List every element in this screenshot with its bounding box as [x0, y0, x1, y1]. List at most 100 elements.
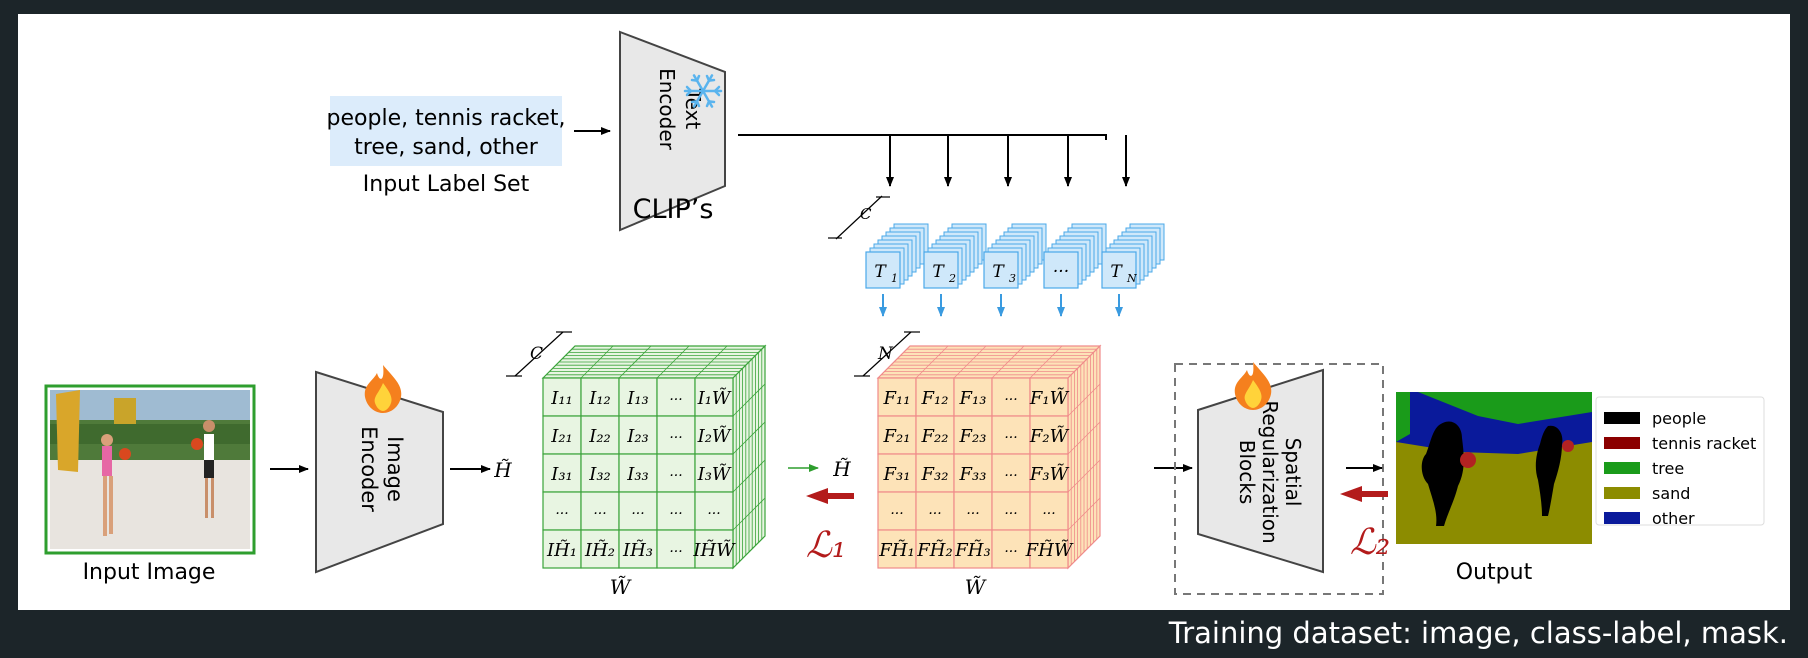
image-feature-cell-label: IH̃₁	[546, 539, 577, 561]
cost-volume-cell: ···	[877, 491, 917, 531]
text-token-dim-line	[835, 195, 883, 240]
image-feature-cell: ···	[618, 491, 658, 531]
cost-volume-cell: F₂₂	[915, 415, 955, 455]
legend-label: people	[1652, 409, 1706, 428]
cost-volume-cell-label: F₁₃	[959, 388, 987, 409]
cost-volume-cell-label: FH̃₁	[878, 539, 914, 561]
cost-volume-cell-label: ···	[1042, 506, 1055, 522]
loss2-label: ℒ₂	[1350, 522, 1390, 563]
cost-volume-depth-line	[862, 331, 912, 377]
cost-volume-cell: ···	[915, 491, 955, 531]
diagram-canvas: people, tennis racket, tree, sand, other…	[44, 30, 1765, 599]
legend-item: other	[1604, 509, 1695, 528]
cost-volume-cell: F₁₁	[877, 377, 917, 417]
image-feature-cell-label: I₂₂	[588, 426, 611, 447]
label-set-line1: people, tennis racket,	[327, 106, 566, 131]
image-feature-cell-label: I₃₃	[626, 464, 649, 485]
output-segmentation-mask	[1396, 392, 1592, 544]
image-feature-cell: I₃W̃	[694, 453, 734, 493]
input-label-set-caption: Input Label Set	[363, 172, 530, 197]
cost-volume-cell-label: F₂₂	[921, 426, 949, 447]
image-feature-cell-label: I₁W̃	[697, 387, 732, 409]
output-caption: Output	[1456, 560, 1533, 585]
clip-prefix: CLIP’s	[633, 194, 714, 225]
image-feature-top-divider	[656, 345, 690, 379]
cost-volume-cell-label: F₂W̃	[1029, 425, 1070, 447]
image-encoder-label-line1: Image	[383, 436, 407, 502]
image-feature-cell-label: ···	[555, 506, 568, 522]
image-feature-cell-label: ···	[669, 544, 682, 560]
cost-volume-cell-label: ···	[1004, 392, 1017, 408]
image-feature-cell: I₂₂	[580, 415, 620, 455]
text-token-dim-label: C	[860, 205, 872, 223]
loss1-label: ℒ₁	[806, 525, 846, 566]
cost-volume-top-divider	[953, 345, 987, 379]
image-feature-cell: I₁₃	[618, 377, 658, 417]
cost-volume-cell: F₃₃	[953, 453, 993, 493]
image-feature-top-divider	[618, 345, 652, 379]
text-token-distribution-lines	[738, 134, 1107, 140]
cost-volume-side-divider	[1067, 497, 1101, 531]
spatial-blocks-dashed-frame	[1174, 363, 1384, 595]
cost-volume-side-divider	[1067, 421, 1101, 455]
cost-volume-cell-label: ···	[1004, 506, 1017, 522]
cost-volume-cell: FH̃₂	[915, 529, 955, 569]
cost-volume-cell-label: ···	[1004, 430, 1017, 446]
image-feature-side-divider	[732, 421, 766, 455]
image-feature-cell-label: I₂₁	[550, 426, 573, 447]
cost-volume-cell-label: FH̃W̃	[1025, 539, 1074, 561]
loss2-arrow	[1340, 486, 1388, 502]
image-feature-cell: I₂₃	[618, 415, 658, 455]
image-feature-cell-label: I₁₃	[626, 388, 649, 409]
legend-item: people	[1604, 409, 1706, 428]
image-feature-cell: I₁₂	[580, 377, 620, 417]
cost-volume-cell-label: FH̃₂	[916, 539, 952, 561]
cost-volume-side-divider	[1067, 383, 1101, 417]
image-feature-side-divider	[732, 497, 766, 531]
snowflake-icon	[683, 74, 723, 108]
cost-volume-cell-label: F₃₁	[883, 464, 911, 485]
image-feature-side-divider	[732, 459, 766, 493]
text-token-subscript: N	[1126, 272, 1137, 285]
image-feature-cell: I₁₁	[542, 377, 582, 417]
cost-volume-cell: F₃₂	[915, 453, 955, 493]
image-feature-cell: ···	[694, 491, 734, 531]
cost-volume-cell: ···	[991, 415, 1031, 455]
text-token-label: T	[992, 262, 1005, 282]
cost-volume-cell: F₂₁	[877, 415, 917, 455]
cost-volume-cell-label: ···	[1004, 544, 1017, 560]
cost-volume-cell: ···	[991, 529, 1031, 569]
cost-volume-cell: FH̃₁	[877, 529, 917, 569]
cost-volume-cell: F₃₁	[877, 453, 917, 493]
cost-volume-cell: FH̃₃	[953, 529, 993, 569]
image-feature-cell-label: IH̃W̃	[692, 539, 736, 561]
cost-volume-cell-label: F₁W̃	[1029, 387, 1070, 409]
image-feature-cell: IH̃W̃	[692, 529, 736, 569]
cost-volume-cell-label: F₃₂	[921, 464, 949, 485]
text-token-subscript: 1	[891, 272, 898, 285]
cost-volume-cell: ···	[991, 377, 1031, 417]
input-image	[50, 390, 250, 549]
cost-volume-side-divider	[1067, 459, 1101, 493]
image-feature-cell-label: I₂₃	[626, 426, 649, 447]
text-token-label: ···	[1053, 262, 1069, 282]
image-feature-width-label: W̃	[610, 575, 632, 599]
legend-swatch	[1604, 487, 1640, 499]
cost-volume-cell: ···	[1029, 491, 1069, 531]
image-feature-cell: I₂₁	[542, 415, 582, 455]
cost-volume-top-divider	[1029, 345, 1063, 379]
image-feature-depth-line	[514, 331, 564, 377]
legend-label: tree	[1652, 459, 1684, 478]
cost-volume-cell-label: F₁₁	[883, 388, 911, 409]
cost-volume-cell-label: F₂₁	[883, 426, 911, 447]
image-encoder	[315, 370, 444, 574]
slide-caption: Training dataset: image, class-label, ma…	[1168, 616, 1788, 650]
image-feature-cell-label: I₁₂	[588, 388, 611, 409]
input-image-caption: Input Image	[83, 560, 216, 585]
image-feature-cell: IH̃₃	[618, 529, 658, 569]
cost-volume-cell-label: ···	[1004, 468, 1017, 484]
cost-volume-cell: F₂₃	[953, 415, 993, 455]
